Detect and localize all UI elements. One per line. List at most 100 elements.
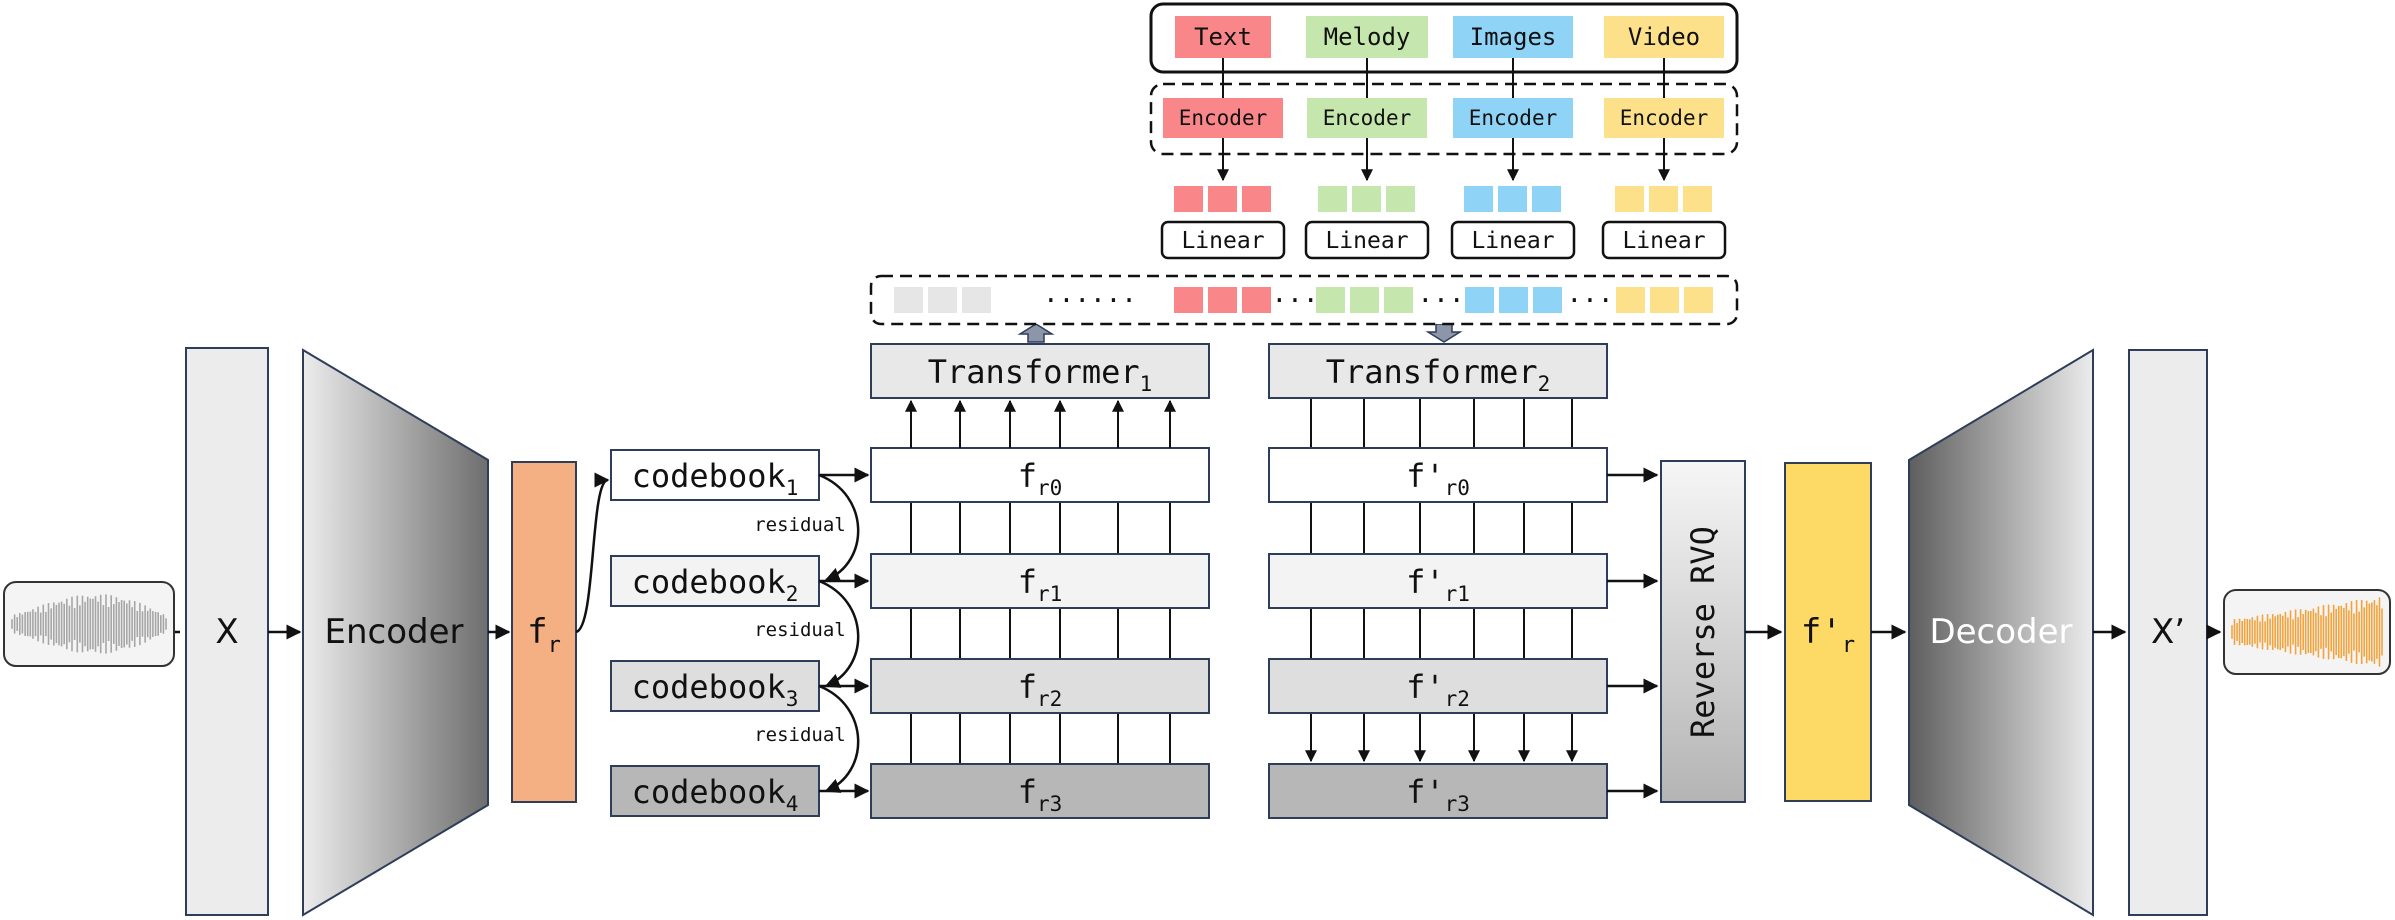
sequence-dots-2: ···	[1418, 286, 1465, 316]
sequence-token	[1465, 287, 1494, 313]
embedding-square	[1386, 186, 1415, 212]
condition-label-box	[1453, 16, 1573, 58]
condition-encoder-label: Encoder	[1323, 106, 1412, 130]
codebook-1: codebook1	[610, 449, 820, 501]
latent-to-codebook-arrow	[575, 472, 610, 634]
condition-label: Text	[1194, 23, 1252, 51]
token-fr3: fr3	[870, 763, 1210, 819]
embedding-square	[1174, 186, 1203, 212]
embedding-square	[1464, 186, 1493, 212]
svg-text:Transformer2: Transformer2	[1326, 353, 1551, 396]
latent-fr-box	[511, 461, 577, 803]
condition-linear-label: Linear	[1622, 228, 1705, 254]
right-stack-columns	[1305, 398, 1578, 763]
sequence-token	[894, 287, 923, 313]
sequence-token	[1684, 287, 1713, 313]
embedding-square	[1208, 186, 1237, 212]
embedding-square	[1532, 186, 1561, 212]
residual-arrow-1	[818, 473, 860, 582]
condition-label-box	[1306, 16, 1428, 58]
transformer-1: Transformer1	[870, 343, 1210, 399]
svg-text:fr3: fr3	[1018, 773, 1063, 816]
condition-label: Images	[1470, 23, 1557, 51]
svg-text:f'r0: f'r0	[1406, 457, 1470, 500]
token-fpr1: f'r1	[1268, 553, 1608, 609]
output-waveform	[2223, 589, 2391, 675]
transformer-1-to-sequence-arrow	[1017, 323, 1055, 343]
token-fpr2: f'r2	[1268, 658, 1608, 714]
embedding-square	[1318, 186, 1347, 212]
svg-text:codebook1: codebook1	[632, 457, 799, 500]
reconstructed-latent-box	[1784, 462, 1872, 802]
svg-text:codebook4: codebook4	[632, 773, 799, 816]
token-fr2: fr2	[870, 658, 1210, 714]
condition-label: Video	[1628, 23, 1700, 51]
output-wave-bars	[2231, 597, 2383, 667]
sequence-token	[1242, 287, 1271, 313]
condition-encoder-label: Encoder	[1469, 106, 1558, 130]
embedding-square	[1242, 186, 1271, 212]
condition-encoder-box	[1604, 98, 1724, 138]
condition-linear-label: Linear	[1181, 228, 1264, 254]
codebook-3: codebook3	[610, 660, 820, 712]
sequence-token	[1316, 287, 1345, 313]
condition-encoder-box	[1453, 98, 1573, 138]
latent-fr-label: fr	[527, 612, 561, 658]
condition-label-box	[1175, 16, 1271, 58]
sequence-token	[928, 287, 957, 313]
codebook-2: codebook2	[610, 555, 820, 607]
condition-encoder-box	[1307, 98, 1427, 138]
token-fpr0: f'r0	[1268, 447, 1608, 503]
sequence-token	[962, 287, 991, 313]
sequence-token	[1533, 287, 1562, 313]
svg-text:f'r3: f'r3	[1406, 773, 1470, 816]
reverse-rvq-box	[1660, 460, 1746, 803]
encoder-label: Encoder	[324, 612, 463, 652]
svg-text:fr1: fr1	[1018, 563, 1063, 606]
output-x-label: X’	[2151, 612, 2185, 652]
svg-text:f'r2: f'r2	[1406, 668, 1470, 711]
output-x-box	[2128, 349, 2208, 916]
input-wave-bars	[11, 594, 167, 654]
condition-linear-label: Linear	[1471, 228, 1554, 254]
sequence-token	[1384, 287, 1413, 313]
decoder-block	[1908, 348, 2094, 917]
condition-encoder-label: Encoder	[1179, 106, 1268, 130]
sequence-dots-3: ···	[1567, 286, 1614, 316]
condition-label-box	[1604, 16, 1724, 58]
sequence-token	[1174, 287, 1203, 313]
condition-linear-box	[1160, 220, 1286, 260]
sequence-dots-1: ···	[1272, 286, 1319, 316]
svg-text:f'r1: f'r1	[1406, 563, 1470, 606]
sequence-token	[1499, 287, 1528, 313]
condition-linear-box	[1601, 220, 1727, 260]
condition-linear-box	[1304, 220, 1430, 260]
embedding-square	[1683, 186, 1712, 212]
sequence-to-transformer-2-arrow	[1425, 323, 1463, 343]
residual-arrow-2	[818, 579, 860, 688]
left-stack-columns	[910, 502, 1171, 764]
condition-columns: TextEncoderLinearMelodyEncoderLinearImag…	[1160, 16, 1727, 260]
svg-text:fr2: fr2	[1018, 668, 1063, 711]
condition-linear-label: Linear	[1325, 228, 1408, 254]
token-sequence-squares	[894, 287, 1713, 313]
sequence-token	[1350, 287, 1379, 313]
residual-arrow-3	[818, 684, 860, 793]
residual-label-3: residual	[754, 724, 846, 746]
condition-linear-box	[1450, 220, 1576, 260]
embedding-square	[1615, 186, 1644, 212]
token-fr0: fr0	[870, 447, 1210, 503]
sequence-token	[1616, 287, 1645, 313]
input-x-label: X	[215, 612, 238, 652]
reverse-rvq-label: Reverse RVQ	[1684, 526, 1722, 738]
sequence-token	[1650, 287, 1679, 313]
svg-text:codebook3: codebook3	[632, 668, 799, 711]
condition-label: Melody	[1324, 23, 1411, 51]
input-waveform	[3, 581, 175, 667]
reconstructed-latent-label: f'r	[1801, 612, 1855, 658]
token-fpr3: f'r3	[1268, 763, 1608, 819]
